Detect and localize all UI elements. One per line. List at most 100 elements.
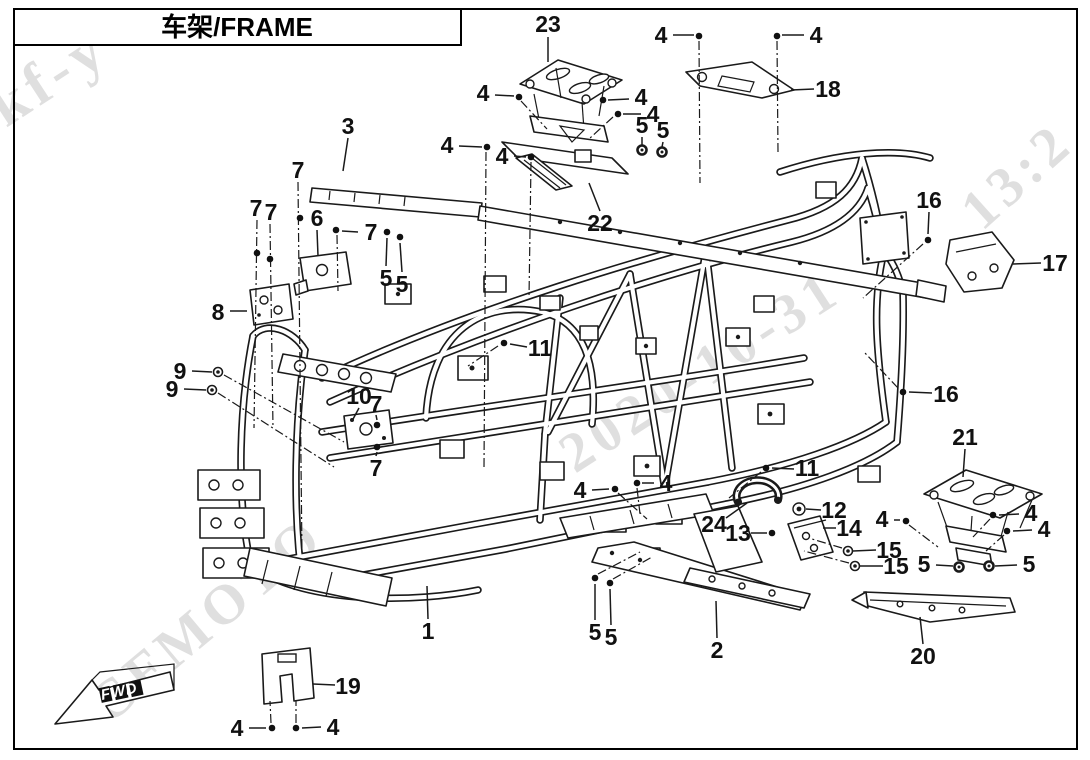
leader-line (607, 98, 630, 101)
callout-3: 3 (342, 113, 355, 139)
leader-dash-line (698, 40, 701, 184)
leader-line (494, 94, 515, 97)
callout-7: 7 (292, 157, 305, 183)
callout-7: 7 (370, 391, 383, 417)
nut-center (660, 150, 664, 154)
washer-center (846, 549, 850, 553)
callout-22: 22 (587, 210, 613, 236)
callout-7: 7 (250, 195, 263, 221)
screw-icon (614, 110, 622, 118)
leader-line (715, 600, 718, 639)
callout-4: 4 (876, 506, 889, 532)
washer-center (853, 564, 857, 568)
leader-line (998, 513, 1020, 516)
callout-7: 7 (365, 219, 378, 245)
leader-line (342, 137, 349, 172)
screw-icon (1003, 527, 1011, 535)
leader-line (375, 414, 378, 421)
callout-6: 6 (311, 205, 324, 231)
callout-12: 12 (821, 497, 847, 523)
leader-line (919, 616, 924, 645)
leader-dash-line (467, 345, 499, 367)
leader-dash-line (217, 392, 335, 468)
screw-icon (762, 464, 770, 472)
leader-dash-line (617, 492, 648, 520)
callout-4: 4 (574, 477, 587, 503)
leader-dash-line (811, 538, 843, 549)
callout-4: 4 (635, 84, 648, 110)
screw-icon (527, 153, 535, 161)
leader-line (771, 467, 795, 470)
part-10-bracket (343, 409, 394, 450)
part-24-clamp (732, 476, 783, 506)
leader-dash-line (803, 550, 850, 564)
fwd-arrow: FWD (54, 663, 175, 725)
leader-dash-line (728, 471, 762, 499)
leader-line (588, 182, 601, 212)
leader-line (312, 683, 336, 686)
callout-4: 4 (496, 143, 509, 169)
screw-icon (591, 574, 599, 582)
screw-icon (606, 579, 614, 587)
screw-icon (902, 517, 910, 525)
screw-icon (599, 96, 607, 104)
part-2-stand-bracket (591, 505, 811, 611)
callout-7: 7 (370, 455, 383, 481)
callout-4: 4 (810, 22, 823, 48)
leader-line (458, 145, 483, 148)
leader-line (962, 448, 966, 478)
leader-dash-line (864, 352, 899, 389)
leader-dash-line (776, 40, 779, 153)
screw-icon (695, 32, 703, 40)
callout-5: 5 (396, 271, 409, 297)
part-17-bracket (945, 231, 1015, 293)
callout-14: 14 (836, 515, 862, 541)
callout-9: 9 (166, 376, 179, 402)
leader-line (191, 370, 213, 373)
callout-4: 4 (327, 714, 340, 740)
leader-line (426, 585, 429, 620)
leader-line (1012, 262, 1042, 265)
screw-icon (611, 485, 619, 493)
callout-20: 20 (910, 643, 936, 669)
leader-line (509, 343, 528, 348)
leader-dash-line (862, 243, 924, 299)
leader-dash-line (297, 181, 303, 557)
screw-icon (768, 529, 776, 537)
leader-line (908, 391, 933, 394)
screw-icon (773, 32, 781, 40)
leader-dash-line (636, 487, 641, 515)
page-title: 车架/FRAME (161, 12, 313, 42)
callout-13: 13 (725, 520, 751, 546)
leader-line (609, 588, 612, 626)
title-box (13, 8, 462, 46)
part-12-bushing (792, 502, 806, 516)
leader-line (661, 141, 664, 148)
leader-line (301, 726, 322, 729)
leader-line (994, 564, 1018, 567)
screw-icon (396, 233, 404, 241)
title-block: 车架/FRAME (13, 8, 462, 46)
callout-11: 11 (528, 335, 553, 361)
leader-line (341, 230, 359, 233)
leader-dash-line (908, 524, 939, 548)
screw-icon (989, 511, 997, 519)
screw-icon (500, 339, 508, 347)
callout-4: 4 (647, 101, 660, 127)
callout-5: 5 (636, 112, 649, 138)
callout-4: 4 (1038, 516, 1051, 542)
callout-4: 4 (1025, 500, 1038, 526)
callout-19: 19 (335, 673, 361, 699)
leader-dash-line (528, 161, 532, 299)
leader-dash-line (985, 534, 1005, 552)
callout-21: 21 (952, 424, 978, 450)
callout-15: 15 (876, 537, 902, 563)
callout-7: 7 (265, 199, 278, 225)
screw-icon (633, 479, 641, 487)
leader-line (725, 502, 748, 519)
leader-dash-line (336, 234, 339, 292)
leader-line (852, 549, 877, 552)
